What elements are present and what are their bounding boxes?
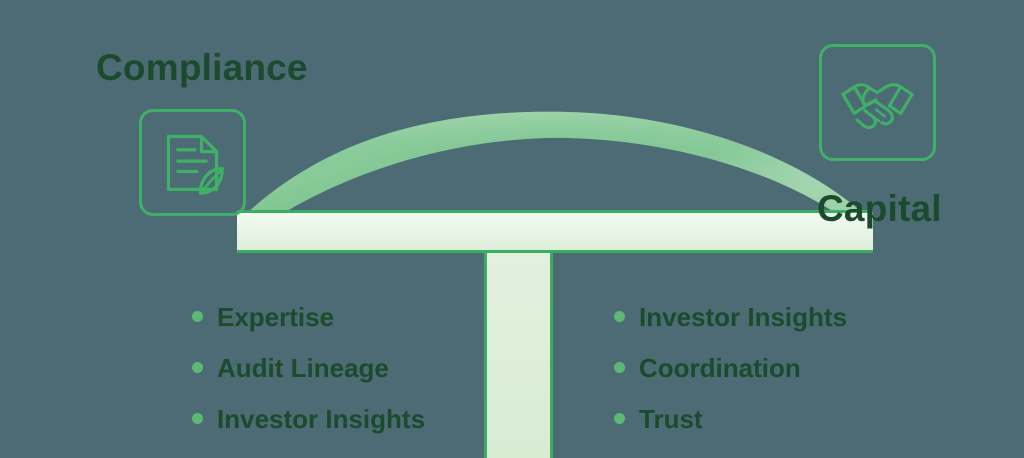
left-bullet-list: Expertise Audit Lineage Investor Insight…	[192, 291, 425, 444]
arch-shape	[246, 111, 873, 238]
compliance-document-leaf-icon	[139, 109, 246, 216]
list-item: Investor Insights	[192, 393, 425, 444]
bullet-dot-icon	[192, 311, 203, 322]
bullet-dot-icon	[614, 413, 625, 424]
bullet-dot-icon	[192, 413, 203, 424]
bridge-arch	[228, 104, 888, 260]
handshake-glyph	[841, 83, 914, 130]
list-item: Expertise	[192, 291, 425, 342]
bullet-dot-icon	[614, 362, 625, 373]
bullet-dot-icon	[192, 362, 203, 373]
list-item: Coordination	[614, 342, 847, 393]
bullet-label: Expertise	[217, 301, 335, 332]
capital-heading: Capital	[817, 188, 942, 229]
list-item: Audit Lineage	[192, 342, 425, 393]
bullet-label: Audit Lineage	[217, 352, 389, 383]
list-item: Investor Insights	[614, 291, 847, 342]
bullet-dot-icon	[614, 311, 625, 322]
bullet-label: Coordination	[639, 352, 801, 383]
bullet-label: Investor Insights	[639, 301, 848, 332]
bullet-label: Trust	[639, 403, 703, 434]
right-bullet-list: Investor Insights Coordination Trust	[614, 291, 847, 444]
list-item: Trust	[614, 393, 847, 444]
bullet-label: Investor Insights	[217, 403, 426, 434]
document-leaf-glyph	[166, 134, 224, 195]
bridge-deck	[237, 210, 873, 253]
capital-handshake-icon	[819, 44, 936, 161]
compliance-heading: Compliance	[96, 47, 308, 88]
bridge-pillar	[484, 252, 553, 458]
